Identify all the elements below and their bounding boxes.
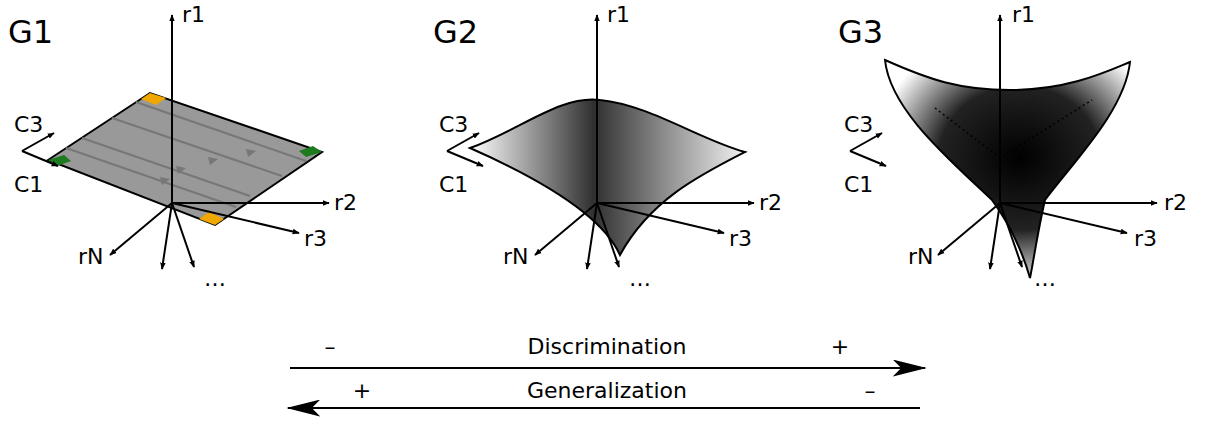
axis-label: r3 [304,226,327,252]
axis-label: C3 [14,112,43,138]
discrimination-arrow [290,367,925,369]
axes [850,15,1157,269]
axis-label: C3 [844,112,873,138]
panel-label: G1 [8,14,53,50]
axis-label: r1 [182,2,205,28]
generalization-arrow [288,407,920,409]
axis-label: rN [78,244,104,270]
plus-sign: + [353,378,371,404]
axis-label: rN [908,244,934,270]
plus-sign: + [831,334,849,360]
axis-label: r2 [759,190,782,216]
axis-label: r3 [729,226,752,252]
minus-sign: – [865,378,876,404]
panel-label: G2 [433,14,478,50]
ellipsis: … [1034,266,1056,292]
axes [22,15,329,269]
minus-sign: – [325,334,336,360]
axis-label: r1 [607,2,630,28]
axis-label: rN [503,244,529,270]
ellipsis: … [629,266,651,292]
axis-label: C1 [439,172,468,198]
axis-label: r1 [1012,2,1035,28]
axis-label: r3 [1134,226,1157,252]
axis-label: C3 [439,112,468,138]
axis-label: C1 [14,172,43,198]
scale-label: Discrimination [528,334,687,360]
scale-label: Generalization [527,378,687,404]
axis-label: r2 [334,190,357,216]
peaked-surface [885,60,1130,278]
panel-label: G3 [838,14,883,50]
axes [447,15,754,269]
ellipsis: … [204,266,226,292]
axis-label: C1 [844,172,873,198]
axis-label: r2 [1164,190,1187,216]
